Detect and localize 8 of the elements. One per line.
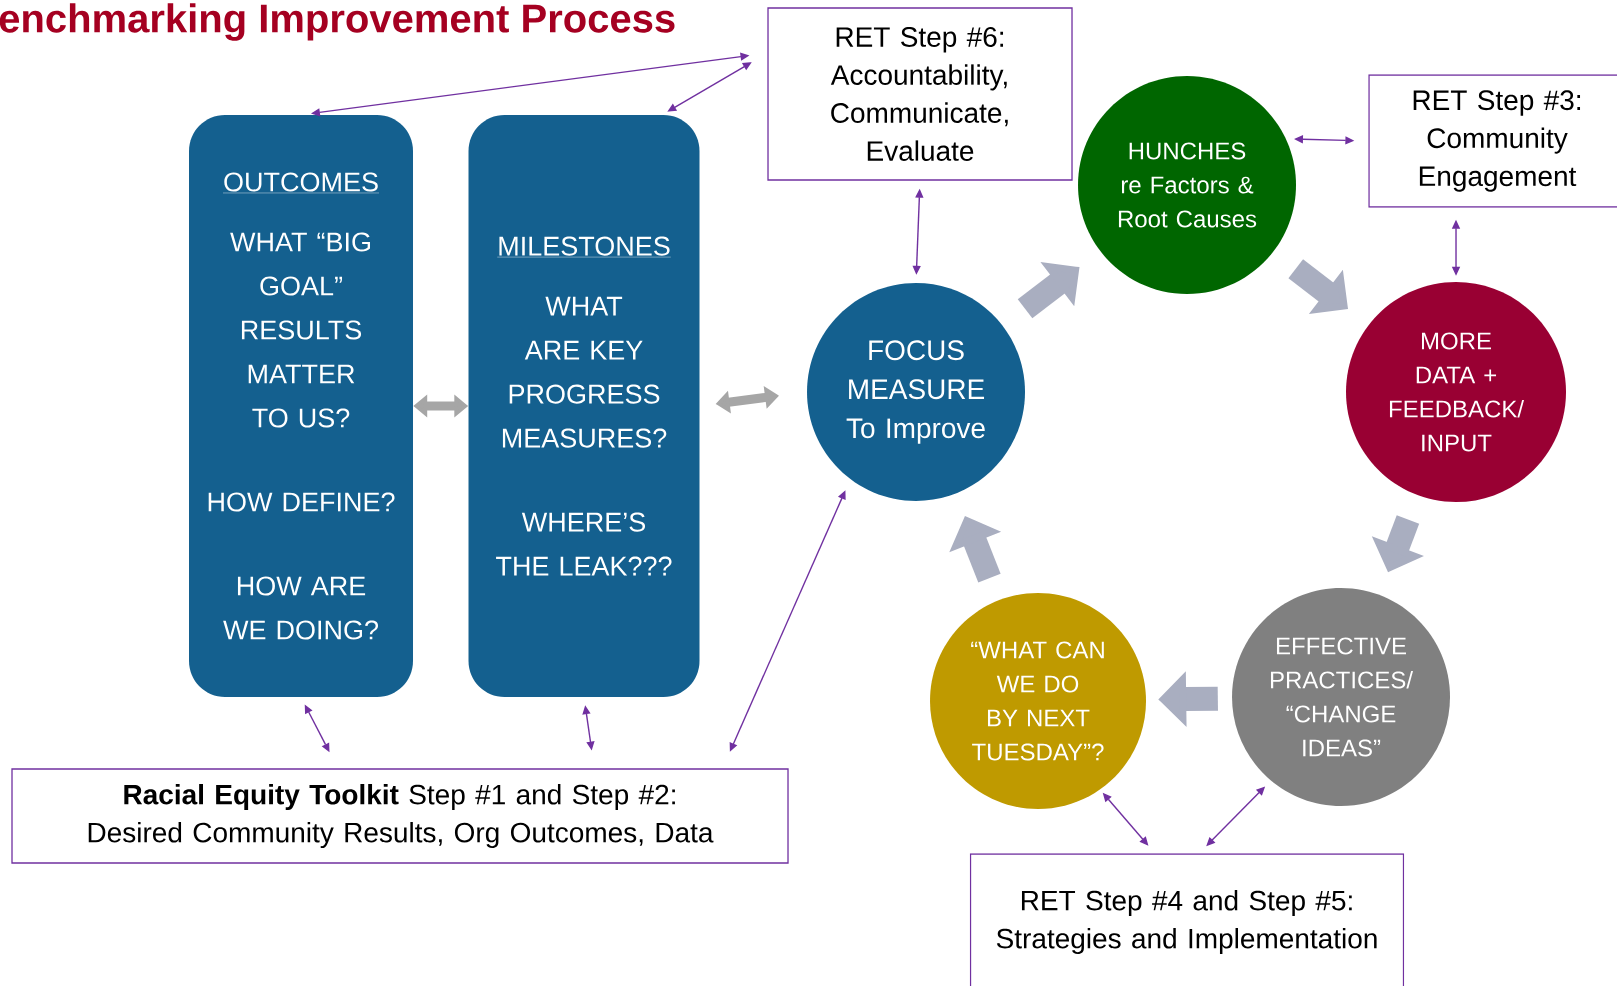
title: enchmarking Improvement Process	[0, 3, 675, 41]
process-box: MILESTONES WHAT ARE KEY PROGRESS MEASURES? WHERE’S THE LEAK???	[468, 115, 700, 697]
process-box: OUTCOMES WHAT “BIG GOAL” RESULTS MATTER TO US? HOW DEFINE? HOW ARE WE DOING?	[189, 115, 413, 697]
block-arrow	[1017, 261, 1080, 319]
note-box: RET Step #3: Community Engagement	[1368, 74, 1617, 208]
note-box: Racial Equity Toolkit Step #1 and Step #2: Desired Community Results, Org Outcomes, Data	[11, 768, 789, 864]
note-box: RET Step #4 and Step #5: Strategies and Implementation	[969, 853, 1405, 986]
note-box: RET Step #6: Accountability, Communicate, Evaluate	[767, 7, 1073, 181]
